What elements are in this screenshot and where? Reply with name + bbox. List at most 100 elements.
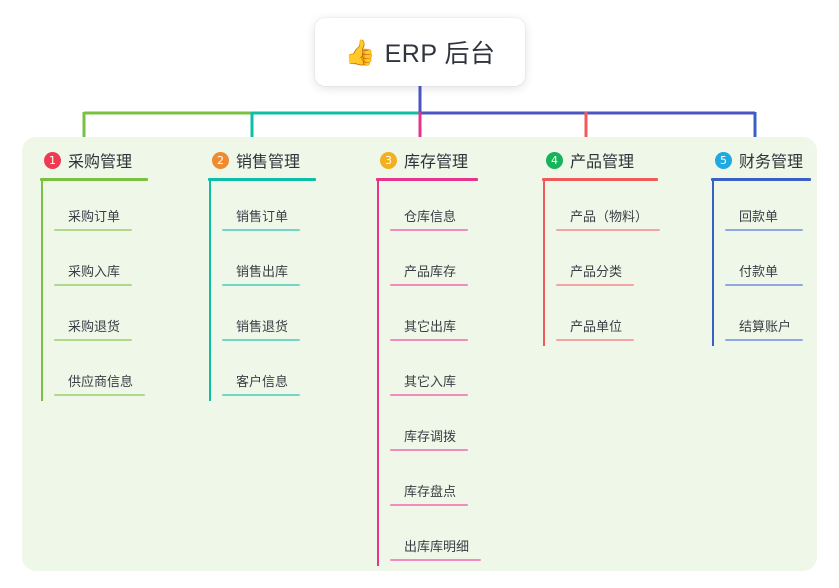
branch-item[interactable]: 销售出库 <box>222 236 316 291</box>
branch-item[interactable]: 供应商信息 <box>54 346 148 401</box>
branch-badge-1: 1 <box>44 151 61 169</box>
branch-header-3[interactable]: 3 库存管理 <box>376 148 478 172</box>
branch-item-underline <box>725 339 803 341</box>
branch-item-label: 销售订单 <box>236 209 289 224</box>
branch-item[interactable]: 产品单位 <box>556 291 658 346</box>
branch-column-5: 5 财务管理回款单付款单结算账户 <box>711 148 811 346</box>
branch-item[interactable]: 其它出库 <box>390 291 478 346</box>
branch-item[interactable]: 结算账户 <box>725 291 811 346</box>
branch-underline <box>376 178 478 181</box>
branch-item-underline <box>54 284 132 286</box>
branch-item-underline <box>556 229 660 231</box>
branch-item-underline <box>390 504 468 506</box>
branch-item-underline <box>54 339 132 341</box>
branch-header-4[interactable]: 4 产品管理 <box>542 148 658 172</box>
branch-spine <box>209 181 211 401</box>
branch-item-label: 产品分类 <box>570 264 623 279</box>
branch-item-underline <box>222 284 300 286</box>
branch-title: 销售管理 <box>236 154 301 171</box>
branch-item-underline <box>390 339 468 341</box>
branch-items: 销售订单销售出库销售退货客户信息 <box>208 181 316 401</box>
branch-badge-5: 5 <box>715 151 732 169</box>
branch-badge-2: 2 <box>212 151 229 169</box>
branch-item[interactable]: 付款单 <box>725 236 811 291</box>
branch-items: 仓库信息产品库存其它出库其它入库库存调拨库存盘点出库库明细 <box>376 181 481 566</box>
branch-item-label: 仓库信息 <box>404 209 457 224</box>
branch-spine <box>543 181 545 346</box>
branch-item-label: 客户信息 <box>236 374 289 389</box>
branch-title: 采购管理 <box>68 154 133 171</box>
branch-column-2: 2 销售管理销售订单销售出库销售退货客户信息 <box>208 148 316 401</box>
branch-item[interactable]: 回款单 <box>725 181 811 236</box>
branch-item-underline <box>556 284 634 286</box>
branch-column-1: 1 采购管理采购订单采购入库采购退货供应商信息 <box>40 148 148 401</box>
branch-item-underline <box>390 284 468 286</box>
branch-item-label: 结算账户 <box>739 319 792 334</box>
branch-column-4: 4 产品管理产品（物料） 产品分类产品单位 <box>542 148 660 346</box>
branch-item-label: 销售出库 <box>236 264 289 279</box>
branch-item[interactable]: 客户信息 <box>222 346 316 401</box>
branch-item-label: 库存调拨 <box>404 429 457 444</box>
branch-item[interactable]: 销售订单 <box>222 181 316 236</box>
branch-item[interactable]: 仓库信息 <box>390 181 478 236</box>
branch-item[interactable]: 产品库存 <box>390 236 478 291</box>
branch-item-label: 采购订单 <box>68 209 121 224</box>
branch-underline <box>711 178 811 181</box>
branch-underline <box>40 178 148 181</box>
branch-item-label: 其它入库 <box>404 374 457 389</box>
branch-item[interactable]: 采购订单 <box>54 181 148 236</box>
root-title: ERP 后台 <box>384 40 496 68</box>
branch-item[interactable]: 产品分类 <box>556 236 658 291</box>
branch-item[interactable]: 出库库明细 <box>390 511 481 566</box>
root-node[interactable]: 👍 ERP 后台 <box>315 18 525 86</box>
branch-header-2[interactable]: 2 销售管理 <box>208 148 316 172</box>
branch-item-underline <box>54 229 132 231</box>
branch-item-underline <box>222 229 300 231</box>
branch-badge-3: 3 <box>380 151 397 169</box>
branch-item-label: 采购入库 <box>68 264 121 279</box>
branch-item[interactable]: 销售退货 <box>222 291 316 346</box>
branch-item-label: 回款单 <box>739 209 779 224</box>
branch-spine <box>41 181 43 401</box>
branch-item-underline <box>222 394 300 396</box>
branch-item[interactable]: 采购入库 <box>54 236 148 291</box>
branch-item-label: 销售退货 <box>236 319 289 334</box>
branch-column-3: 3 库存管理仓库信息产品库存其它出库其它入库库存调拨库存盘点出库库明细 <box>376 148 481 566</box>
branch-underline <box>208 178 316 181</box>
branch-spine <box>377 181 379 566</box>
branch-item-label: 供应商信息 <box>68 374 134 389</box>
branch-title: 产品管理 <box>570 154 635 171</box>
branch-item[interactable]: 库存盘点 <box>390 456 478 511</box>
branch-title: 财务管理 <box>739 154 804 171</box>
branch-items: 采购订单采购入库采购退货供应商信息 <box>40 181 148 401</box>
branch-item-label: 产品库存 <box>404 264 457 279</box>
branch-item[interactable]: 库存调拨 <box>390 401 478 456</box>
branches-panel <box>22 137 817 571</box>
branch-item-underline <box>222 339 300 341</box>
branch-item-label: 产品单位 <box>570 319 623 334</box>
branch-item-underline <box>725 284 803 286</box>
branch-title: 库存管理 <box>404 154 469 171</box>
branch-item-label: 付款单 <box>739 264 779 279</box>
branch-item-underline <box>725 229 803 231</box>
branch-item[interactable]: 产品（物料） <box>556 181 660 236</box>
branch-item-label: 其它出库 <box>404 319 457 334</box>
branch-item-underline <box>390 449 468 451</box>
branch-header-1[interactable]: 1 采购管理 <box>40 148 148 172</box>
branch-underline <box>542 178 658 181</box>
thumbs-up-icon: 👍 <box>344 37 376 67</box>
branch-header-5[interactable]: 5 财务管理 <box>711 148 811 172</box>
branch-item-label: 库存盘点 <box>404 484 457 499</box>
branch-item[interactable]: 其它入库 <box>390 346 478 401</box>
branch-item-underline <box>390 559 481 561</box>
branch-items: 产品（物料） 产品分类产品单位 <box>542 181 660 346</box>
branch-item-underline <box>556 339 634 341</box>
branch-spine <box>712 181 714 346</box>
branch-item[interactable]: 采购退货 <box>54 291 148 346</box>
branch-item-underline <box>390 394 468 396</box>
branch-item-label: 采购退货 <box>68 319 121 334</box>
branch-badge-4: 4 <box>546 151 563 169</box>
branch-item-label: 出库库明细 <box>404 539 470 554</box>
branch-item-underline <box>54 394 145 396</box>
